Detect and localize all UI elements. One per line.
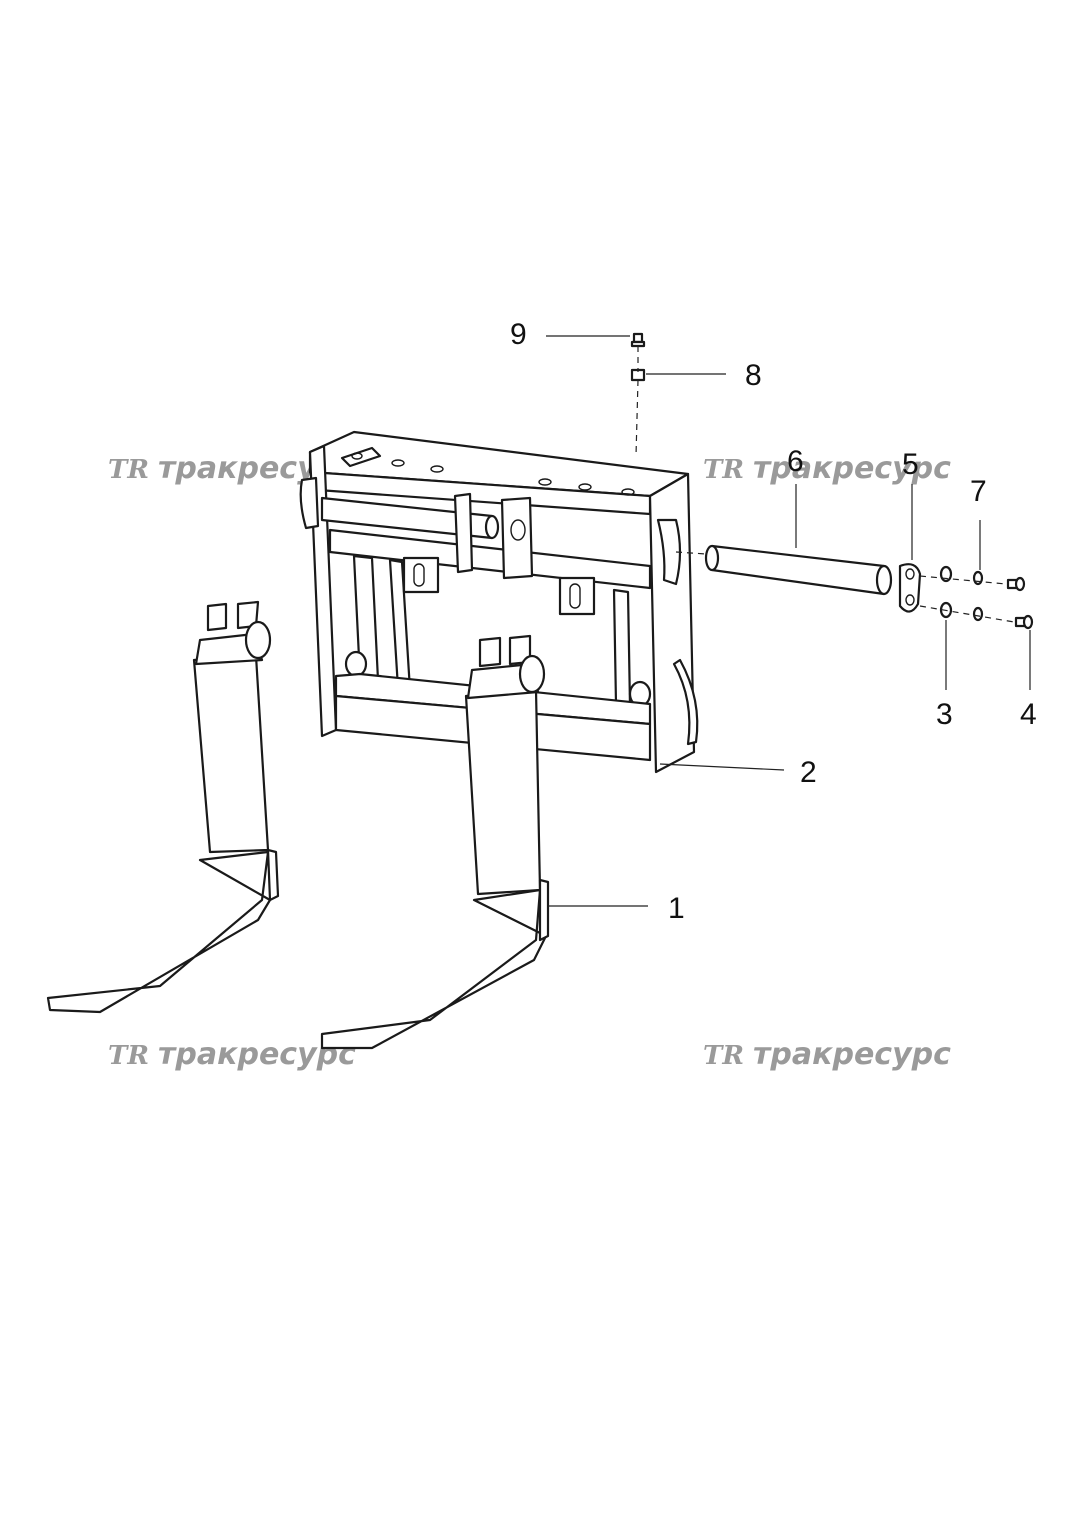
callouts: 9 8 6 5 7 3 4 2 1: [510, 318, 1037, 925]
watermark-top-right: TR тракресурс: [703, 451, 951, 486]
pin: [704, 544, 893, 596]
fork-left: [46, 600, 280, 1014]
callout-7: 7: [970, 475, 987, 508]
carriage-frame: [299, 430, 699, 774]
watermark-logo: TR: [703, 1041, 744, 1071]
watermark-bottom-right: TR тракресурс: [703, 1037, 951, 1072]
grease-fitting: [630, 332, 646, 457]
callout-5: 5: [902, 448, 919, 481]
callout-6: 6: [787, 445, 804, 478]
callout-4: 4: [1020, 698, 1037, 731]
retainer-plate: [898, 563, 922, 613]
callout-3: 3: [936, 698, 953, 731]
callout-9: 9: [510, 318, 527, 351]
leader-lines: [546, 335, 1031, 907]
watermark-logo: TR: [108, 1041, 149, 1071]
watermark-text: тракресурс: [753, 1037, 951, 1072]
callout-1: 1: [668, 892, 685, 925]
washers-and-bolts: [919, 565, 1034, 630]
watermark-text: тракресурс: [753, 451, 951, 486]
pin-axis-line: [675, 551, 707, 555]
callout-2: 2: [800, 756, 817, 789]
watermark-bottom-left: TR тракресурс: [108, 1037, 356, 1072]
watermark-logo: TR: [703, 455, 744, 485]
callout-8: 8: [745, 359, 762, 392]
watermark-logo: TR: [108, 455, 149, 485]
fork-right: [320, 634, 550, 1050]
